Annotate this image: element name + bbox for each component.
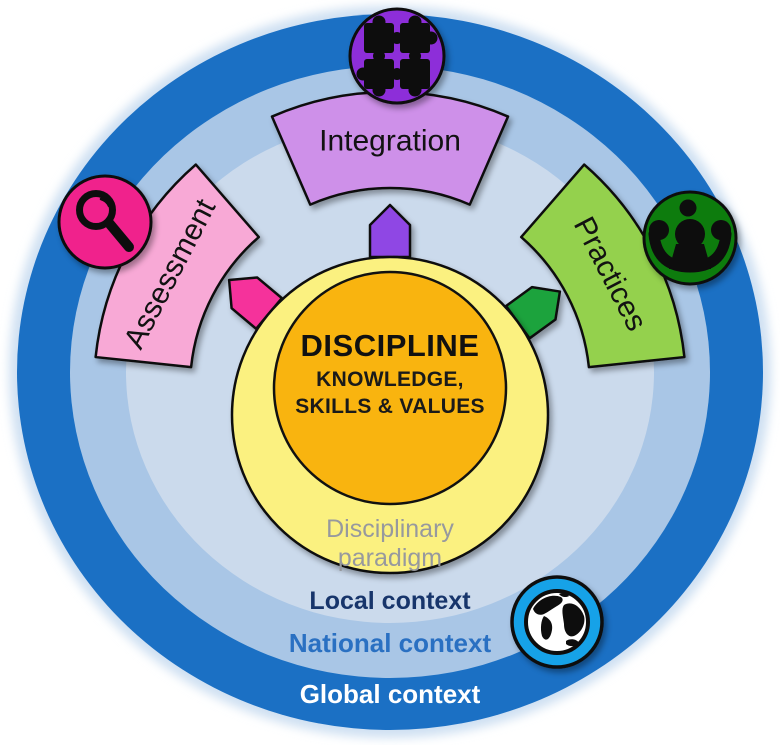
icon-badges <box>57 7 738 669</box>
assessment-badge <box>57 174 153 270</box>
national-context-label: National context <box>289 628 492 658</box>
global-context-label: Global context <box>300 679 481 709</box>
globe-badge <box>510 575 604 669</box>
puzzle-icon <box>356 15 438 97</box>
practices-badge <box>642 190 738 286</box>
center-title: DISCIPLINE <box>301 328 480 363</box>
center-subtitle-line2: SKILLS & VALUES <box>295 395 485 418</box>
people-icon <box>648 199 732 273</box>
integration-wedge <box>270 90 510 206</box>
center-circles: DISCIPLINE KNOWLEDGE, SKILLS & VALUES Di… <box>230 255 550 575</box>
assessment-wedge <box>94 163 261 369</box>
paradigm-label-line2: paradigm <box>338 544 442 572</box>
ring-labels: Local context National context Global co… <box>289 587 492 709</box>
wedges <box>94 90 686 369</box>
practices-wedge <box>519 163 686 369</box>
integration-badge-circle <box>348 7 446 105</box>
paradigm-label-line1: Disciplinary <box>326 515 454 543</box>
discipline-circle <box>272 270 508 506</box>
integration-label: Integration <box>319 125 461 158</box>
local-context-label: Local context <box>309 587 471 615</box>
center-subtitle-line1: KNOWLEDGE, <box>316 368 464 391</box>
magnifier-icon <box>76 190 134 252</box>
globe-icon <box>524 589 590 655</box>
integration-badge <box>348 7 446 105</box>
